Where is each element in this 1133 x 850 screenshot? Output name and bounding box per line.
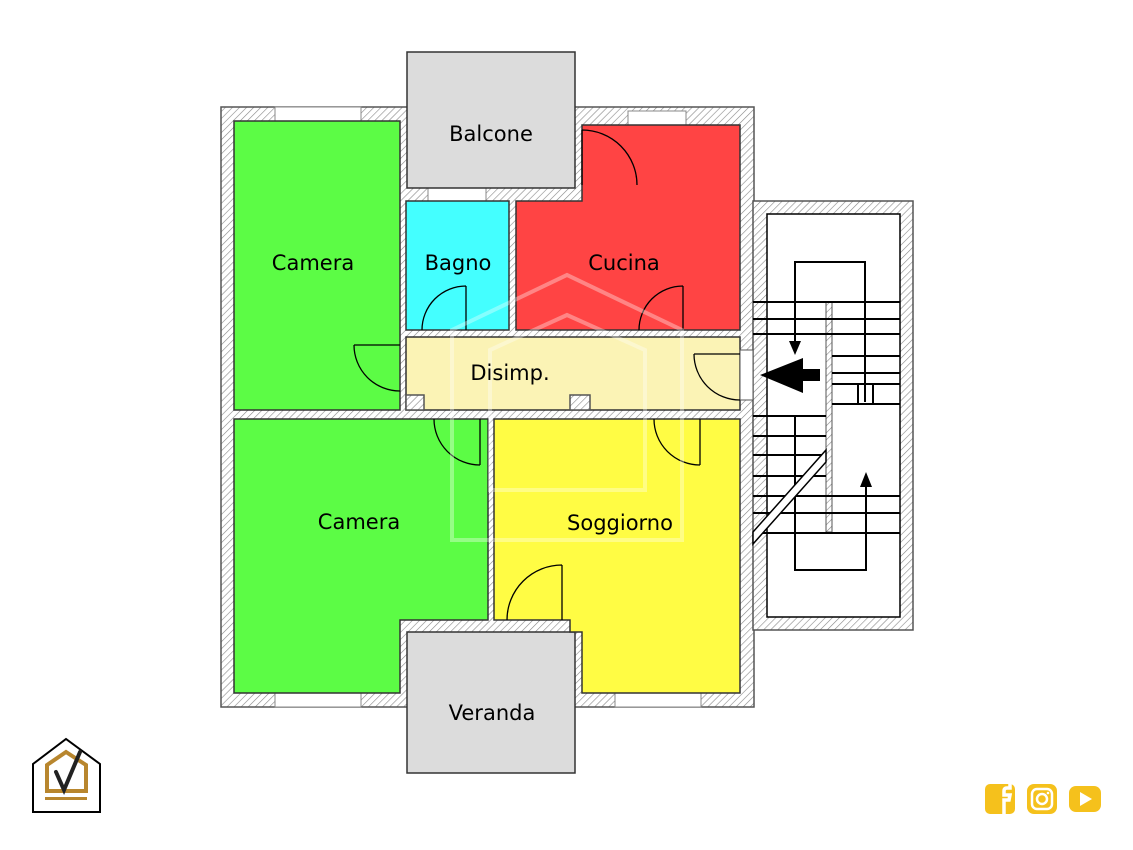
facebook-icon[interactable] (985, 784, 1015, 814)
room-soggiorno (493, 418, 741, 694)
room-camera-top (233, 120, 401, 411)
windows (274, 106, 702, 708)
label-veranda: Veranda (449, 701, 536, 725)
label-bagno: Bagno (425, 251, 492, 275)
staircase (752, 213, 901, 618)
label-soggiorno: Soggiorno (567, 511, 673, 535)
label-balcone: Balcone (449, 122, 533, 146)
label-camera-top: Camera (272, 251, 354, 275)
watermark-logo (450, 272, 684, 542)
label-disimp: Disimp. (470, 361, 549, 385)
doors (353, 129, 741, 621)
brand-logo (32, 737, 101, 813)
label-camera-bottom: Camera (318, 510, 400, 534)
instagram-icon[interactable] (1027, 784, 1057, 814)
entrance-arrow-icon (760, 358, 820, 393)
veranda-area (406, 631, 576, 774)
youtube-icon[interactable] (1069, 786, 1101, 812)
room-bagno (405, 200, 510, 331)
room-cucina (515, 124, 741, 331)
label-cucina: Cucina (588, 251, 660, 275)
balcone-area (406, 51, 576, 189)
room-camera-bottom (233, 418, 489, 694)
